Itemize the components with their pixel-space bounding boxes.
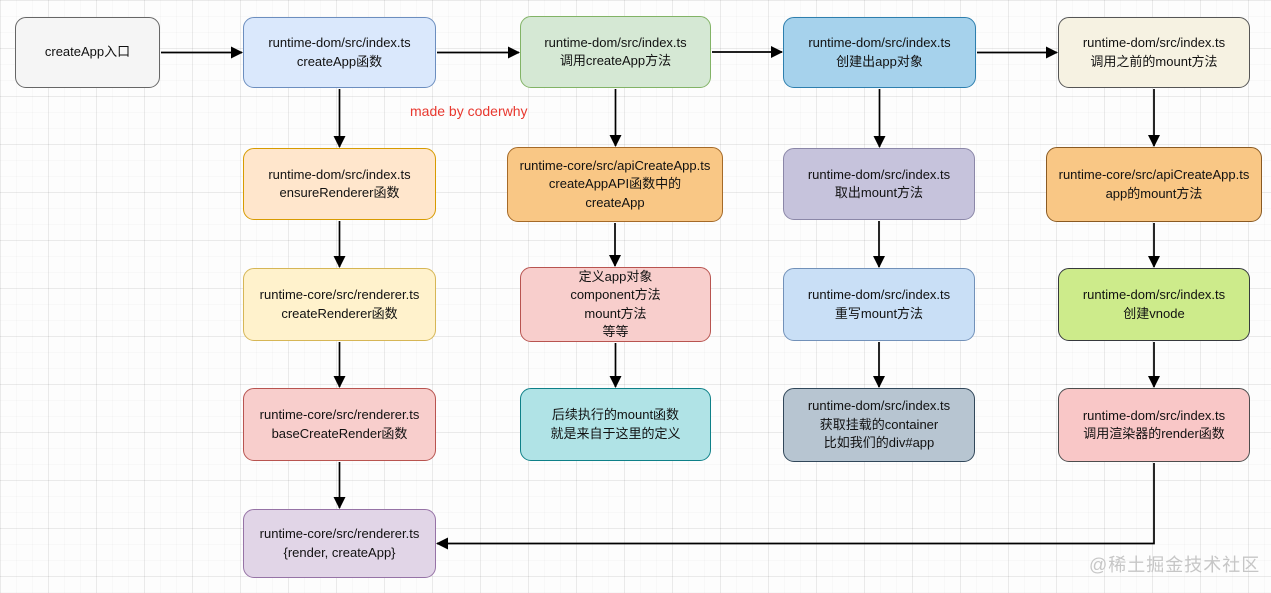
node-text-line: 取出mount方法	[834, 185, 924, 200]
node-text-line: 比如我们的div#app	[823, 435, 935, 451]
node-text-line: runtime-dom/src/index.ts	[807, 398, 951, 414]
node-text-line: runtime-dom/src/index.ts	[1082, 287, 1226, 302]
flow-node-ensureRenderer: runtime-dom/src/index.ts ensureRenderer函数	[243, 148, 436, 220]
flow-node-later-mount: 后续执行的mount函数就是来自于这里的定义	[520, 388, 711, 461]
node-text-line: runtime-dom/src/index.ts	[807, 287, 951, 302]
flow-node-baseCreateRender: runtime-core/src/renderer.ts baseCreateRe…	[243, 388, 436, 461]
node-text-line: 创建出app对象	[836, 53, 923, 69]
node-text-line: 获取挂载的container	[819, 416, 939, 432]
node-text-line: 等等	[602, 324, 629, 339]
node-text-line: runtime-core/src/apiCreateApp.ts	[1058, 167, 1250, 182]
flow-node-createAppAPI: runtime-core/src/apiCreateApp.ts createAp…	[507, 147, 723, 222]
node-text-line: 调用之前的mount方法	[1090, 53, 1218, 69]
flow-node-create-app-obj: runtime-dom/src/index.ts 创建出app对象	[783, 17, 976, 88]
flow-node-call-createApp: runtime-dom/src/index.ts 调用createApp方法	[520, 16, 711, 88]
node-text-line: createApp函数	[296, 53, 383, 69]
flow-node-createRenderer: runtime-core/src/renderer.ts createRender…	[243, 268, 436, 341]
node-text-line: 就是来自于这里的定义	[550, 425, 681, 441]
node-text-line: runtime-dom/src/index.ts	[1082, 407, 1226, 423]
node-text-line: 调用createApp方法	[559, 53, 672, 68]
node-text-line: runtime-core/src/renderer.ts	[259, 526, 420, 541]
node-text-line: baseCreateRender函数	[271, 425, 408, 441]
node-text-line: 重写mount方法	[834, 305, 924, 321]
node-text-line: 后续执行的mount函数	[551, 407, 680, 422]
flow-node-create-vnode: runtime-dom/src/index.ts 创建vnode	[1058, 268, 1250, 341]
flow-node-take-mount: runtime-dom/src/index.ts 取出mount方法	[783, 148, 975, 220]
node-text-line: runtime-dom/src/index.ts	[1082, 35, 1226, 50]
node-text-line: createRenderer函数	[281, 305, 398, 321]
node-text-line: createAppAPI函数中的	[548, 176, 682, 192]
node-text-line: runtime-core/src/apiCreateApp.ts	[519, 157, 711, 173]
node-text-line: 调用渲染器的render函数	[1083, 426, 1225, 441]
node-text-line: runtime-core/src/renderer.ts	[259, 407, 420, 422]
node-text-line: createApp	[585, 194, 645, 210]
node-text-line: {render, createApp}	[283, 544, 396, 560]
node-text-line: runtime-dom/src/index.ts	[807, 166, 951, 182]
flow-node-createApp-fn: runtime-dom/src/index.ts createApp函数	[243, 17, 436, 88]
node-text-line: mount方法	[584, 305, 647, 321]
flow-node-define-app-obj: 定义app对象 component方法 mount方法等等	[520, 267, 711, 342]
flow-node-call-prev-mount: runtime-dom/src/index.ts 调用之前的mount方法	[1058, 17, 1250, 88]
node-text-line: runtime-dom/src/index.ts	[268, 35, 411, 50]
node-text-line: ensureRenderer函数	[279, 185, 400, 200]
watermark-text: @稀土掘金技术社区	[1089, 555, 1261, 575]
node-text-line: component方法	[570, 287, 661, 302]
node-text-line: 创建vnode	[1123, 305, 1185, 321]
flow-arrow	[436, 463, 1155, 550]
node-text-line: app的mount方法	[1105, 185, 1203, 201]
flow-node-rewrite-mount: runtime-dom/src/index.ts 重写mount方法	[783, 268, 975, 341]
node-text-line: 定义app对象	[578, 268, 653, 284]
flow-node-get-container: runtime-dom/src/index.ts 获取挂载的container 比如…	[783, 388, 975, 462]
node-text-line: runtime-dom/src/index.ts	[268, 166, 411, 182]
flow-node-render-createApp: runtime-core/src/renderer.ts {render, cre…	[243, 509, 436, 578]
node-text-line: runtime-core/src/renderer.ts	[259, 287, 420, 302]
node-text-line: createApp入口	[44, 44, 131, 60]
credit-text: made by coderwhy	[410, 103, 528, 119]
node-text-line: runtime-dom/src/index.ts	[808, 35, 951, 50]
flow-node-app-mount: runtime-core/src/apiCreateApp.ts app的moun…	[1046, 147, 1262, 222]
flow-node-call-render: runtime-dom/src/index.ts 调用渲染器的render函数	[1058, 388, 1250, 462]
node-text-line: runtime-dom/src/index.ts	[544, 34, 687, 50]
flow-node-entry: createApp入口	[15, 17, 160, 88]
